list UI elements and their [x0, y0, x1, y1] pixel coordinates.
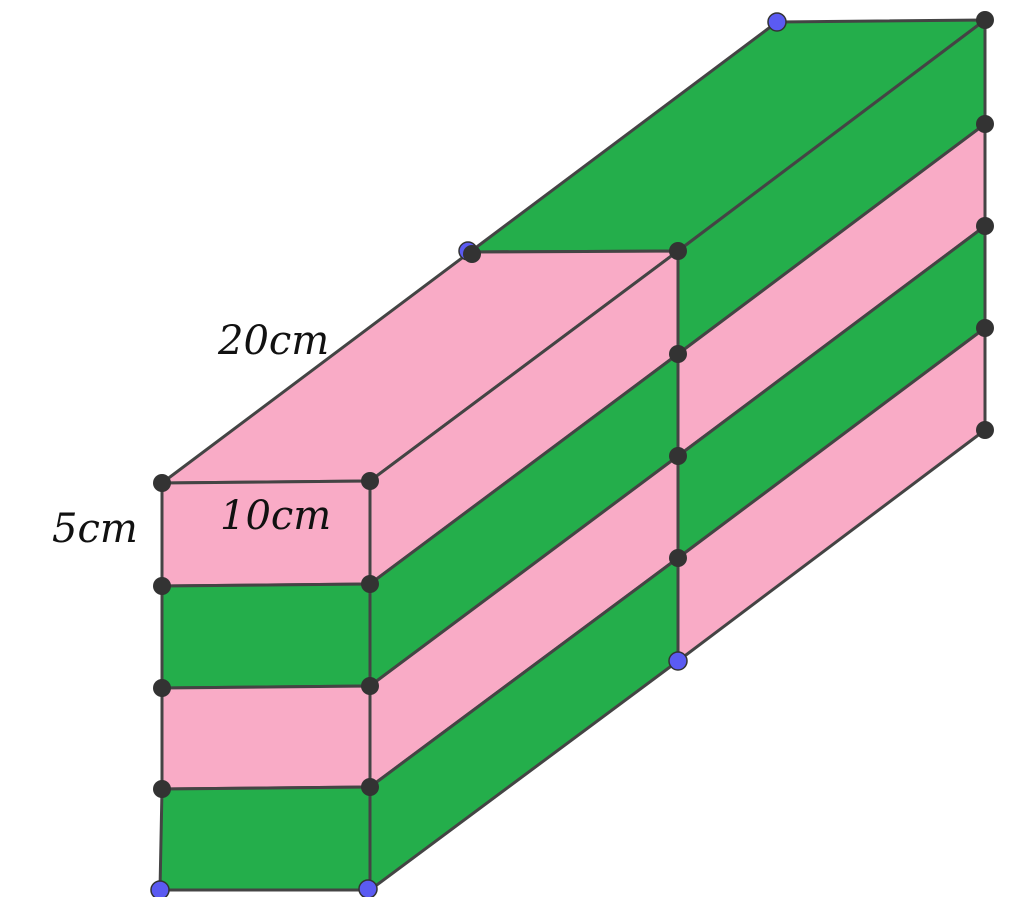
vertex-point	[668, 651, 688, 671]
vertex-point	[150, 880, 170, 897]
front-face-strip-3	[160, 684, 372, 791]
vertex-point	[976, 421, 994, 439]
width-label: 10cm	[220, 493, 331, 539]
vertex-point	[361, 472, 379, 490]
vertex-point	[153, 577, 171, 595]
vertex-point	[669, 447, 687, 465]
vertex-point	[361, 778, 379, 796]
vertex-point	[153, 679, 171, 697]
length-label: 20cm	[217, 318, 329, 364]
vertex-point	[361, 575, 379, 593]
vertex-point	[976, 11, 994, 29]
front-face-strip-4	[158, 785, 372, 892]
vertex-point	[976, 217, 994, 235]
vertex-points	[150, 11, 994, 897]
vertex-point	[153, 474, 171, 492]
height-label: 5cm	[52, 506, 138, 552]
vertex-point	[976, 115, 994, 133]
vertex-point	[767, 12, 787, 32]
vertex-point	[976, 319, 994, 337]
vertex-point	[669, 242, 687, 260]
vertex-point	[358, 879, 378, 897]
front-face-strip-2	[160, 582, 372, 690]
vertex-point	[153, 780, 171, 798]
vertex-point	[669, 345, 687, 363]
vertex-point	[669, 549, 687, 567]
vertex-point	[463, 245, 481, 263]
vertex-point	[361, 677, 379, 695]
